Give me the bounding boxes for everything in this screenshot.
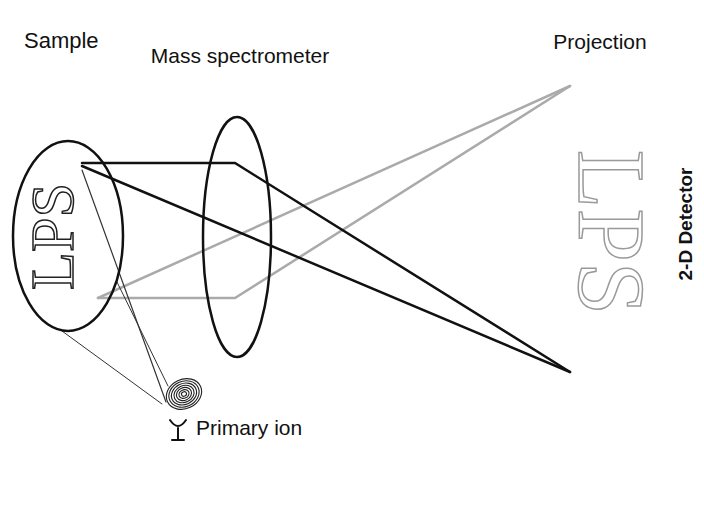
ion-label: Primary ion	[196, 416, 302, 440]
sample-letters: LPS	[17, 183, 88, 290]
callout-line	[62, 331, 162, 404]
black-ray	[82, 166, 570, 372]
ion-source-symbol	[170, 420, 186, 440]
node-outline	[150, 44, 330, 364]
sample-region: SampleLPS	[8, 28, 128, 338]
projection-label: Projection	[553, 30, 646, 54]
ion-beam	[82, 170, 166, 402]
outline-ellipse	[13, 141, 123, 331]
heading-label: Mass spectrometer	[151, 44, 330, 68]
grey-ray	[98, 86, 570, 298]
detector-label: 2-D Detector	[675, 168, 697, 281]
projected-letters: LPS	[556, 149, 667, 314]
lens-element: Mass spectrometer	[150, 44, 330, 364]
callout-line	[117, 282, 168, 386]
grey-ray	[98, 86, 570, 298]
spot-ring	[174, 385, 193, 403]
black-ray	[82, 163, 570, 372]
heading-label: Sample	[24, 28, 99, 54]
spot-ring	[165, 376, 204, 412]
outline-ellipse	[203, 117, 271, 357]
spot-ring	[161, 373, 206, 415]
fingerprint-spot	[161, 373, 206, 415]
spot-ring	[181, 391, 187, 397]
